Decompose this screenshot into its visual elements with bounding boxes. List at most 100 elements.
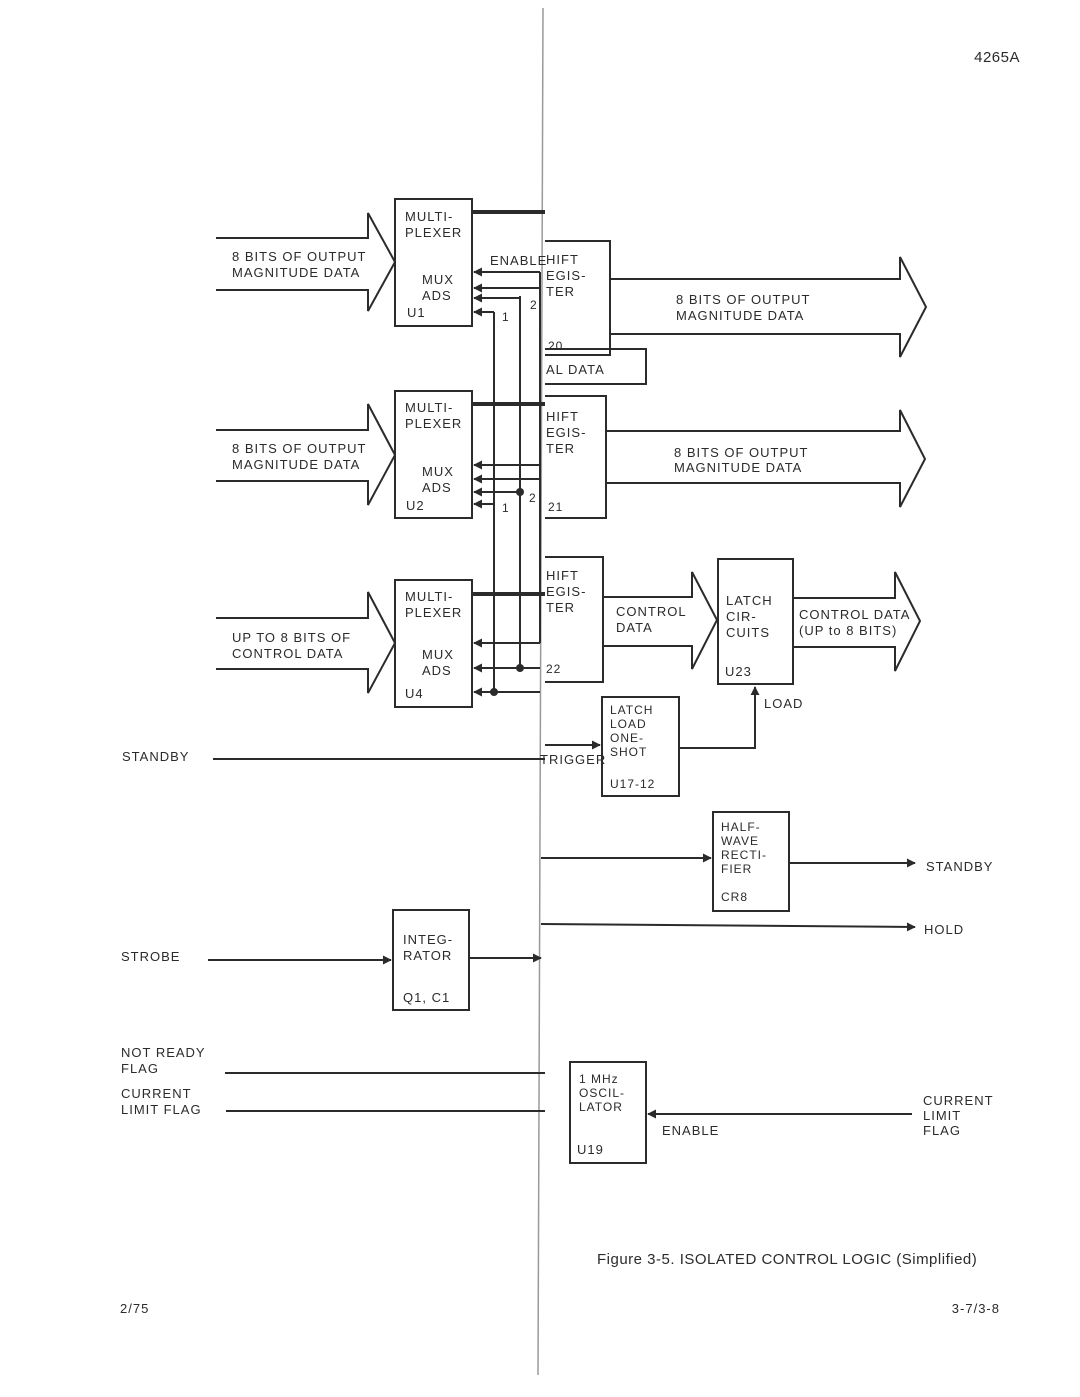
figure-caption: Figure 3-5. ISOLATED CONTROL LOGIC (Simp… <box>597 1251 977 1268</box>
latch-line3: CUITS <box>726 625 770 640</box>
mux2-title-line2: PLEXER <box>405 416 462 431</box>
mux4-sub-line1: MUX <box>422 647 454 662</box>
input-strobe-label: STROBE <box>121 949 180 964</box>
output-mag-data-2-line2: MAGNITUDE DATA <box>674 460 802 475</box>
mux4-sub-line2: ADS <box>422 663 452 678</box>
bus-label-one: 1 <box>502 310 510 324</box>
shift2-line1: HIFT <box>546 409 579 424</box>
input-control-data-line2: CONTROL DATA <box>232 646 343 661</box>
page-number: 3-7/3-8 <box>952 1301 1000 1316</box>
input-control-data-line1: UP TO 8 BITS OF <box>232 630 351 645</box>
latch-ref: U23 <box>725 664 752 679</box>
output-hold-label: HOLD <box>924 922 964 937</box>
bus-label-one: 1 <box>502 501 510 515</box>
serial-data-label: AL DATA <box>546 362 605 377</box>
shift3-ref: 22 <box>546 662 561 676</box>
output-control-data-line2: (UP to 8 BITS) <box>799 623 897 638</box>
integrator-line1: INTEG- <box>403 932 453 947</box>
mux1-sub-line2: ADS <box>422 288 452 303</box>
oneshot-line4: SHOT <box>610 745 647 759</box>
oneshot-ref: U17-12 <box>610 777 655 791</box>
shift2-line3: TER <box>546 441 575 456</box>
shift3-line3: TER <box>546 600 575 615</box>
input-mag-data-2-line2: MAGNITUDE DATA <box>232 457 360 472</box>
rectifier-line1: HALF- <box>721 820 761 834</box>
oneshot-line3: ONE- <box>610 731 644 745</box>
shift1-line2: EGIS- <box>546 268 586 283</box>
output-current-limit-line1: CURRENT <box>923 1093 994 1108</box>
output-mag-data-1-line2: MAGNITUDE DATA <box>676 308 804 323</box>
mux4-ref: U4 <box>405 686 424 701</box>
multiplexer-u4-box <box>394 579 473 708</box>
oscillator-enable-label: ENABLE <box>662 1123 719 1138</box>
output-current-limit-line3: FLAG <box>923 1123 961 1138</box>
mux1-title-line2: PLEXER <box>405 225 462 240</box>
trigger-label: TRIGGER <box>540 752 606 767</box>
bus-label-two: 2 <box>529 491 537 505</box>
mux1-ref: U1 <box>407 305 426 320</box>
oscillator-u19-box <box>569 1061 647 1164</box>
hold-output-arrow <box>540 922 916 932</box>
multiplexer-u2-box <box>394 390 473 519</box>
oscillator-ref: U19 <box>577 1142 604 1157</box>
output-control-bus-arrow <box>793 571 922 672</box>
input-mag-data-1-line1: 8 BITS OF OUTPUT <box>232 249 366 264</box>
output-mag-data-1-line1: 8 BITS OF OUTPUT <box>676 292 810 307</box>
integrator-ref: Q1, C1 <box>403 990 450 1005</box>
input-current-limit-line1: CURRENT <box>121 1086 192 1101</box>
rectifier-ref: CR8 <box>721 890 748 904</box>
mux2-title-line1: MULTI- <box>405 400 453 415</box>
page-fold-line <box>537 7 544 1376</box>
load-arrow <box>679 686 760 749</box>
doc-number: 4265A <box>974 49 1020 66</box>
control-data-mid-line1: CONTROL <box>616 604 687 619</box>
multiplexer-u1-box <box>394 198 473 327</box>
mux4-title-line1: MULTI- <box>405 589 453 604</box>
mux4-title-line2: PLEXER <box>405 605 462 620</box>
shift1-enable-label: ENABLE <box>490 253 547 268</box>
oneshot-line1: LATCH <box>610 703 653 717</box>
input-standby-label: STANDBY <box>122 749 189 764</box>
oneshot-line2: LOAD <box>610 717 647 731</box>
output-standby-label: STANDBY <box>926 859 993 874</box>
input-not-ready-line1: NOT READY <box>121 1045 206 1060</box>
rectifier-line3: RECTI- <box>721 848 767 862</box>
shift3-line2: EGIS- <box>546 584 586 599</box>
latch-load-one-shot-box <box>601 696 680 797</box>
integrator-line2: RATOR <box>403 948 452 963</box>
latch-line1: LATCH <box>726 593 773 608</box>
half-wave-rectifier-box <box>712 811 790 912</box>
date-code: 2/75 <box>120 1301 149 1316</box>
serial-data-path <box>545 348 647 385</box>
input-mag-data-1-line2: MAGNITUDE DATA <box>232 265 360 280</box>
shift-register-3-box <box>545 556 604 683</box>
latch-circuits-u23-box <box>717 558 794 685</box>
output-bus-arrow-1 <box>610 256 928 358</box>
integrator-box <box>392 909 470 1011</box>
rectifier-line2: WAVE <box>721 834 759 848</box>
input-not-ready-line2: FLAG <box>121 1061 159 1076</box>
oscillator-line3: LATOR <box>579 1100 623 1114</box>
output-control-data-line1: CONTROL DATA <box>799 607 910 622</box>
mux2-sub-line2: ADS <box>422 480 452 495</box>
load-label: LOAD <box>764 696 803 711</box>
shift-register-2-box <box>545 395 607 519</box>
mux2-sub-line1: MUX <box>422 464 454 479</box>
shift2-line2: EGIS- <box>546 425 586 440</box>
shift-register-1-box <box>545 240 611 356</box>
mux1-title-line1: MULTI- <box>405 209 453 224</box>
oscillator-line1: 1 MHz <box>579 1072 619 1086</box>
input-mag-data-2-line1: 8 BITS OF OUTPUT <box>232 441 366 456</box>
output-current-limit-line2: LIMIT <box>923 1108 961 1123</box>
shift1-line1: HIFT <box>546 252 579 267</box>
input-current-limit-line2: LIMIT FLAG <box>121 1102 202 1117</box>
shift3-line1: HIFT <box>546 568 579 583</box>
output-mag-data-2-line1: 8 BITS OF OUTPUT <box>674 445 808 460</box>
rectifier-line4: FIER <box>721 862 752 876</box>
shift2-ref: 21 <box>548 500 563 514</box>
output-bus-arrow-2 <box>606 409 927 508</box>
control-data-mid-line2: DATA <box>616 620 653 635</box>
oscillator-line2: OSCIL- <box>579 1086 625 1100</box>
mux1-sub-line1: MUX <box>422 272 454 287</box>
shift1-ref: 20 <box>548 339 563 353</box>
